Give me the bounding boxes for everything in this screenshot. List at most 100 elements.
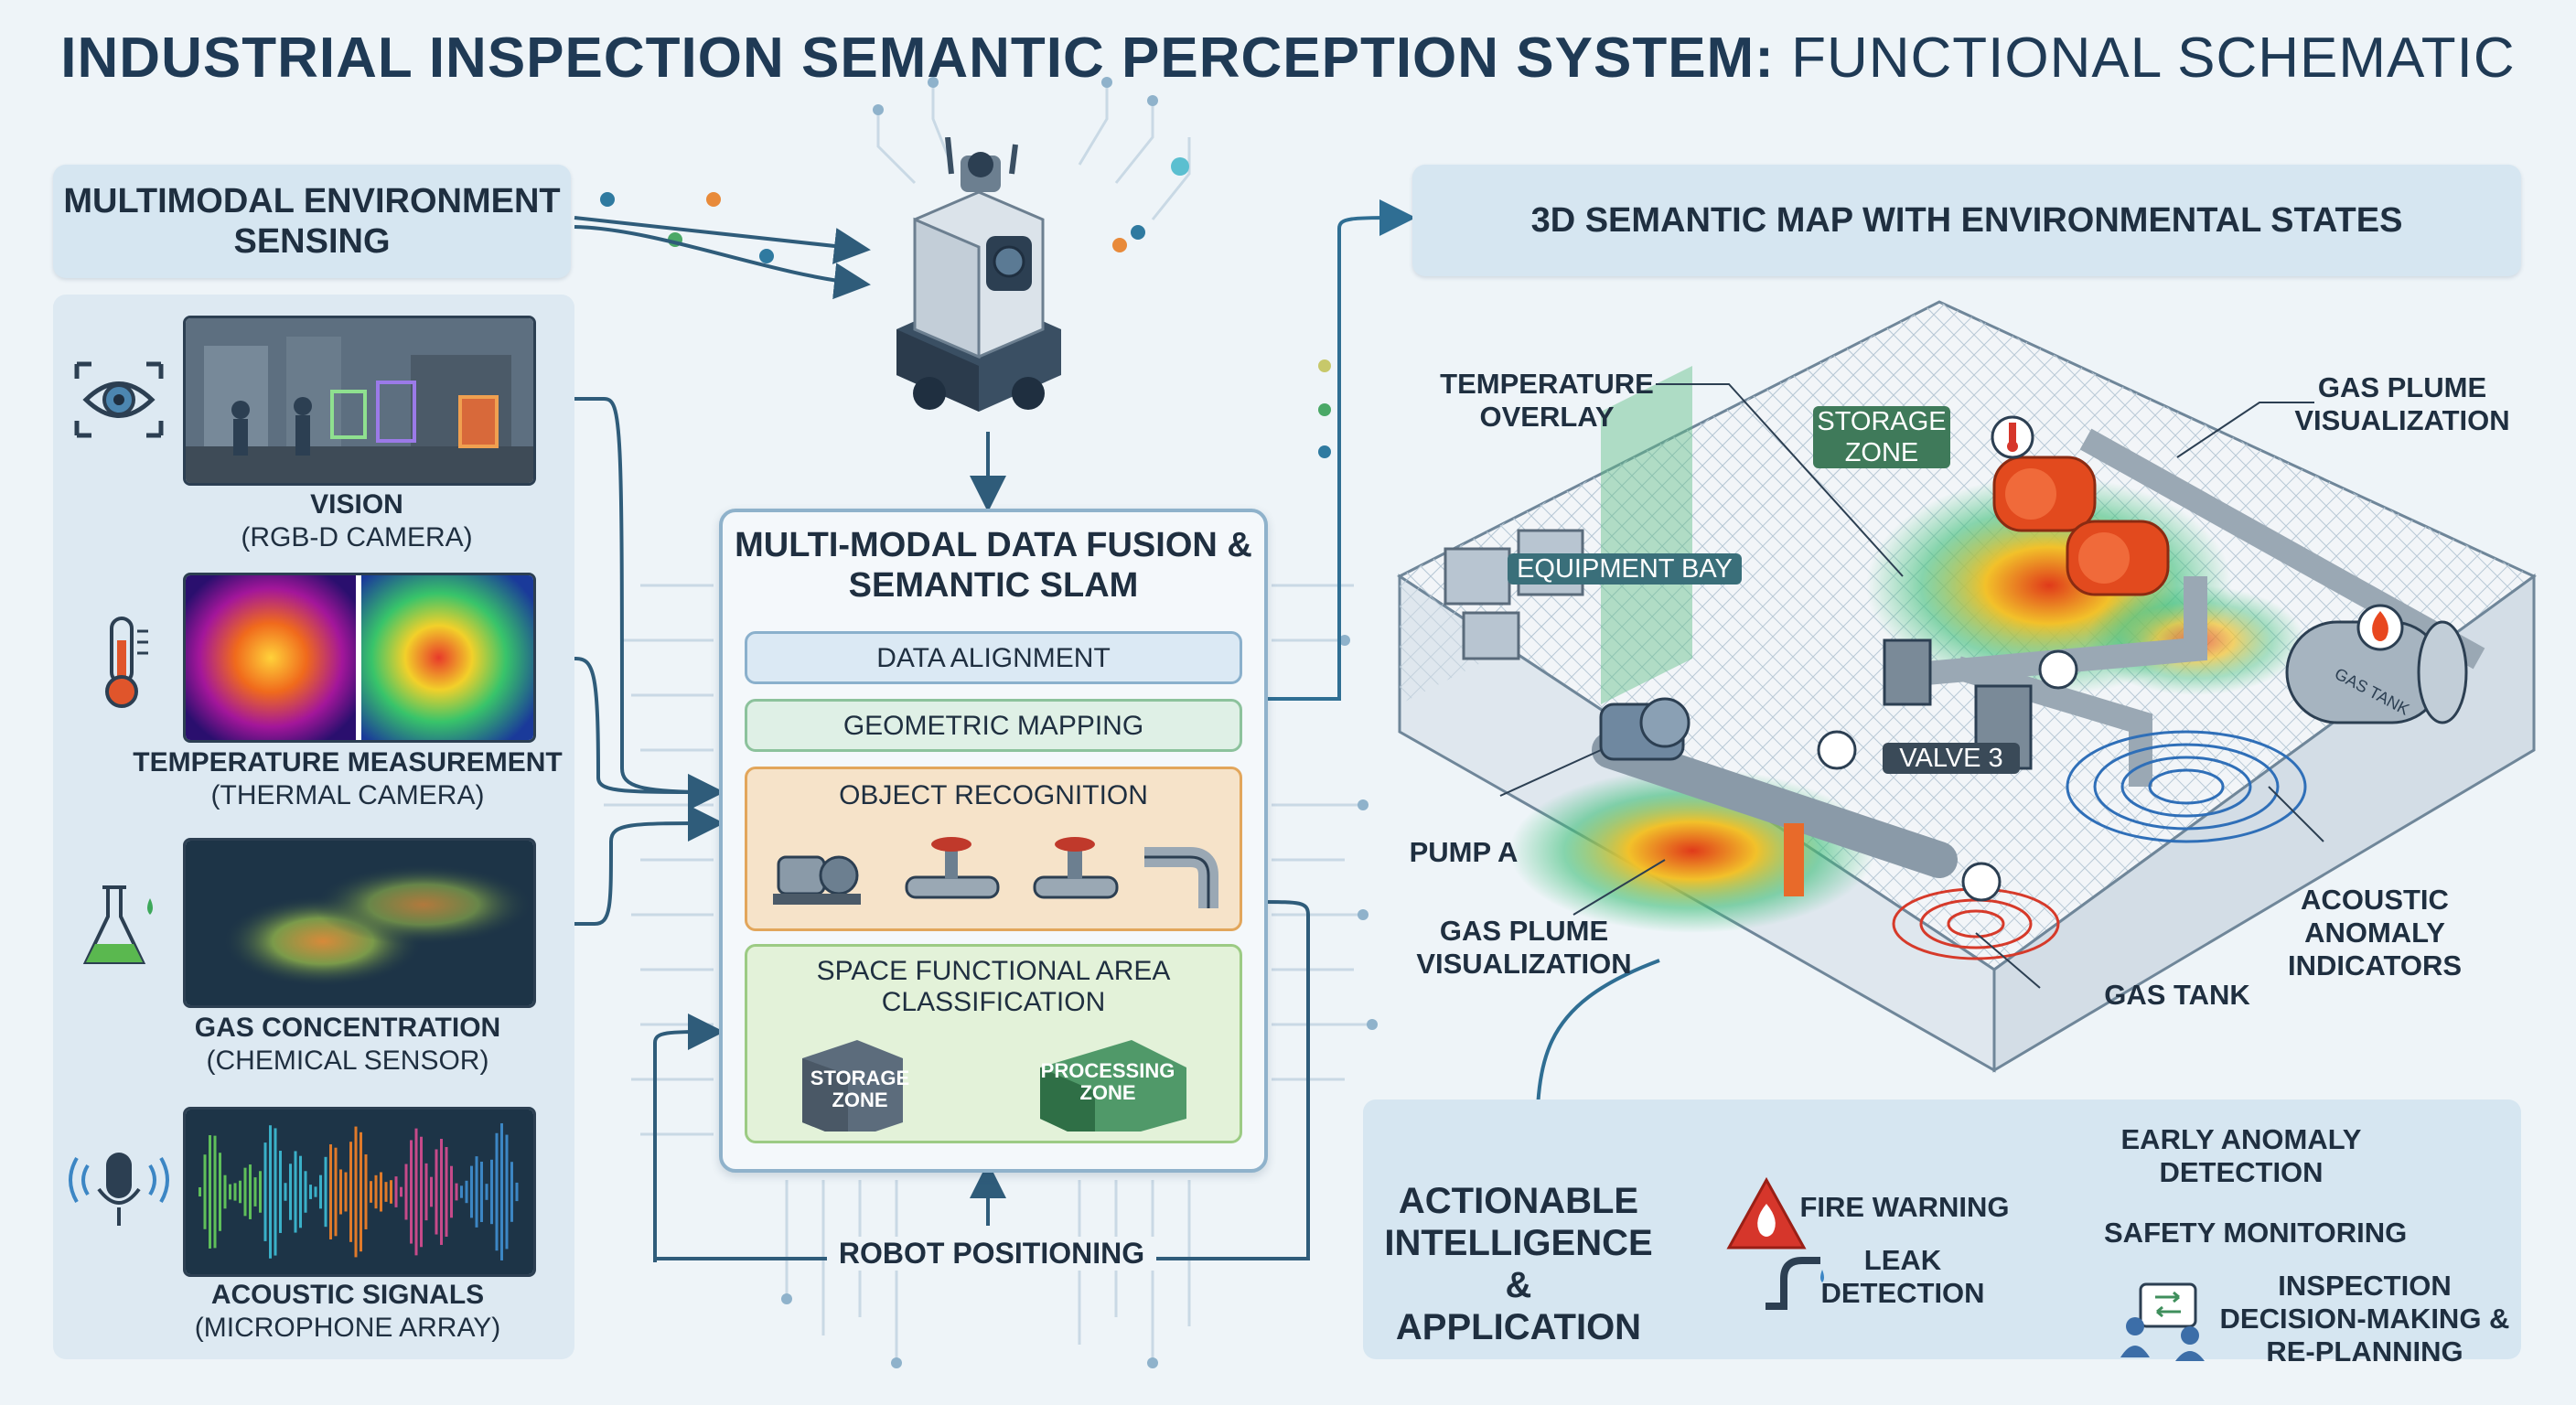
circuit-nodes (781, 77, 1378, 1368)
waveform-bar (460, 1185, 463, 1198)
waveform-bar (284, 1183, 287, 1201)
waveform-bar (269, 1125, 272, 1259)
valve-icon (905, 837, 1000, 899)
vision-camera-image (183, 316, 536, 486)
waveform-bar (219, 1153, 221, 1231)
valve-icon (1033, 837, 1119, 899)
zone-label-processing: PROCESSING ZONE (1040, 1059, 1175, 1104)
fire-warning-icon (1726, 1176, 1807, 1249)
waveform-bar (450, 1165, 453, 1218)
action-early-anomaly: EARLY ANOMALY DETECTION (2120, 1123, 2362, 1188)
waveform-bar (249, 1164, 252, 1219)
map-header: 3D SEMANTIC MAP WITH ENVIRONMENTAL STATE… (1412, 165, 2521, 276)
thermal-camera-image (183, 573, 536, 743)
leak-pipe-icon (1766, 1257, 1824, 1310)
label-gas-plume-bottom: GAS PLUME VISUALIZATION (1416, 915, 1632, 980)
page-title: INDUSTRIAL INSPECTION SEMANTIC PERCEPTIO… (60, 27, 2516, 90)
stage-geometric-mapping: GEOMETRIC MAPPING (745, 699, 1242, 752)
waveform-bar (344, 1172, 348, 1212)
sensor-device: (CHEMICAL SENSOR) (206, 1046, 489, 1076)
waveform-bar (410, 1140, 413, 1244)
waveform-bar (279, 1151, 282, 1233)
waveform-bar (400, 1186, 402, 1197)
robot-positioning-label: ROBOT POSITIONING (827, 1237, 1156, 1271)
label-temperature-overlay: TEMPERATURE OVERLAY (1440, 368, 1654, 433)
waveform-bar (440, 1139, 443, 1245)
tag-equipment-bay: EQUIPMENT BAY (1508, 553, 1742, 585)
sensor-caption-thermal: TEMPERATURE MEASUREMENT(THERMAL CAMERA) (119, 746, 576, 812)
thermometer-icon (105, 617, 148, 708)
waveform-bar (349, 1142, 352, 1242)
microphone-icon (69, 1153, 169, 1226)
waveform-bar (314, 1186, 317, 1197)
equipment-icons (773, 837, 1218, 908)
waveform-bar (304, 1171, 307, 1213)
sensor-name: VISION (310, 489, 403, 520)
fusion-panel: MULTI-MODAL DATA FUSION & SEMANTIC SLAM … (719, 509, 1268, 1173)
waveform-bar (505, 1134, 509, 1249)
action-inspection-replanning: INSPECTION DECISION-MAKING & RE-PLANNING (2219, 1270, 2510, 1367)
valve-marker-icon (2038, 649, 2078, 690)
fusion-title: MULTI-MODAL DATA FUSION & SEMANTIC SLAM (735, 526, 1252, 605)
waveform-bar (414, 1128, 418, 1256)
waveform-bar (490, 1159, 493, 1225)
sensor-name: ACOUSTIC SIGNALS (210, 1280, 485, 1310)
sensor-device: (RGB-D CAMERA) (241, 522, 473, 552)
waveform-bar (380, 1172, 382, 1212)
waveform-bar (309, 1185, 312, 1199)
waveform-bar (465, 1180, 468, 1204)
waveform-bar (334, 1147, 338, 1237)
label-gas-plume-top: GAS PLUME VISUALIZATION (2294, 371, 2510, 436)
sensor-name: TEMPERATURE MEASUREMENT (133, 747, 563, 778)
gas-marker-icon (1817, 730, 1857, 770)
waveform-bar (390, 1180, 392, 1204)
waveform-bar (294, 1151, 297, 1233)
waveform-bar (435, 1149, 438, 1235)
label-pump: PUMP A (1409, 836, 1519, 868)
waveform-bar (445, 1146, 448, 1238)
stage-space-classification: SPACE FUNCTIONAL AREA CLASSIFICATION STO… (745, 944, 1242, 1143)
waveform-bar (370, 1181, 372, 1203)
waveform-bar (324, 1156, 327, 1228)
tag-valve: VALVE 3 (1883, 743, 2020, 774)
stage-label: SPACE FUNCTIONAL AREA CLASSIFICATION (816, 956, 1171, 1017)
sensor-device: (MICROPHONE ARRAY) (194, 1313, 501, 1343)
sensor-caption-acoustic: ACOUSTIC SIGNALS(MICROPHONE ARRAY) (146, 1279, 549, 1345)
acoustic-waveform-image (183, 1107, 536, 1277)
waveform-bar (243, 1167, 247, 1217)
waveform-bar (485, 1184, 488, 1200)
stage-label: OBJECT RECOGNITION (839, 780, 1148, 810)
sensing-header: MULTIMODAL ENVIRONMENT SENSING (53, 165, 571, 278)
waveform-bar (394, 1176, 398, 1207)
waveform-bar (495, 1132, 499, 1251)
thermometer-marker-icon (1991, 415, 2034, 459)
waveform-bar (289, 1164, 292, 1220)
waveform-bar (213, 1135, 217, 1249)
waveform-bar (455, 1183, 458, 1201)
waveform-bar (374, 1174, 378, 1209)
waveform-bar (475, 1156, 478, 1228)
sensor-caption-vision: VISION(RGB-D CAMERA) (146, 488, 567, 554)
waveform-bar (223, 1174, 227, 1209)
pipe-elbow-icon (1144, 847, 1218, 908)
waveform-bar (253, 1177, 257, 1207)
waveform-bar (299, 1155, 302, 1228)
stage-object-recognition: OBJECT RECOGNITION (745, 767, 1242, 931)
team-planning-icon (2120, 1282, 2205, 1361)
waveform-bar (274, 1128, 277, 1256)
sensor-name: GAS CONCENTRATION (194, 1013, 501, 1043)
pump-icon (1599, 697, 1690, 761)
flask-icon (82, 885, 153, 964)
inspection-robot-illustration (896, 137, 1061, 412)
waveform-bar (199, 1187, 201, 1196)
waveform-bar (354, 1126, 358, 1258)
waveform-bar (510, 1162, 513, 1222)
gas-sensor-image (183, 838, 536, 1008)
circuit-traces (604, 82, 1372, 1363)
fire-marker-icon (2356, 604, 2404, 651)
waveform-bar (404, 1164, 408, 1220)
flow-arrows (529, 199, 2109, 1335)
waveform-bar (209, 1135, 211, 1249)
waveform-bar (329, 1144, 332, 1239)
